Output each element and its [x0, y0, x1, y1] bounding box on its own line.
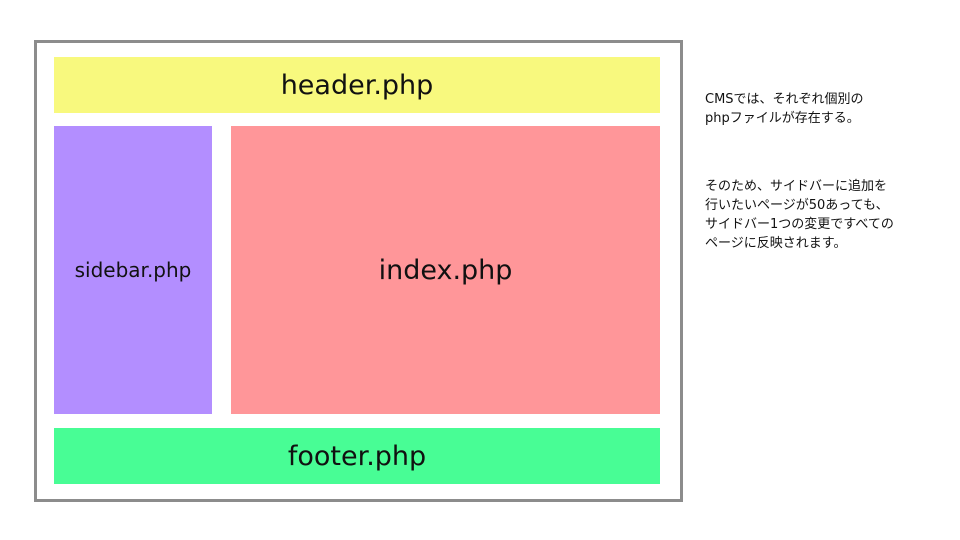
header-block: header.php [54, 57, 660, 113]
footer-label: footer.php [287, 440, 427, 472]
note-line: phpファイルが存在する。 [705, 111, 860, 126]
header-label: header.php [280, 69, 434, 101]
note-line: 行いたいページが50あっても、 [705, 198, 889, 213]
note-sidebar-reflection: そのため、サイドバーに追加を 行いたいページが50あっても、 サイドバー1つの変… [705, 177, 945, 253]
note-php-files: CMSでは、それぞれ個別の phpファイルが存在する。 [705, 90, 945, 128]
note-line: ページに反映されます。 [705, 236, 847, 251]
note-line: そのため、サイドバーに追加を [705, 179, 888, 194]
explanation-notes: CMSでは、それぞれ個別の phpファイルが存在する。 そのため、サイドバーに追… [705, 90, 945, 253]
index-block: index.php [231, 126, 660, 414]
sidebar-block: sidebar.php [54, 126, 212, 414]
sidebar-label: sidebar.php [74, 258, 192, 282]
note-line: サイドバー1つの変更ですべての [705, 217, 894, 232]
page-layout-frame: header.php sidebar.php index.php footer.… [34, 40, 683, 502]
note-line: CMSでは、それぞれ個別の [705, 92, 864, 107]
index-label: index.php [378, 254, 513, 286]
footer-block: footer.php [54, 428, 660, 484]
